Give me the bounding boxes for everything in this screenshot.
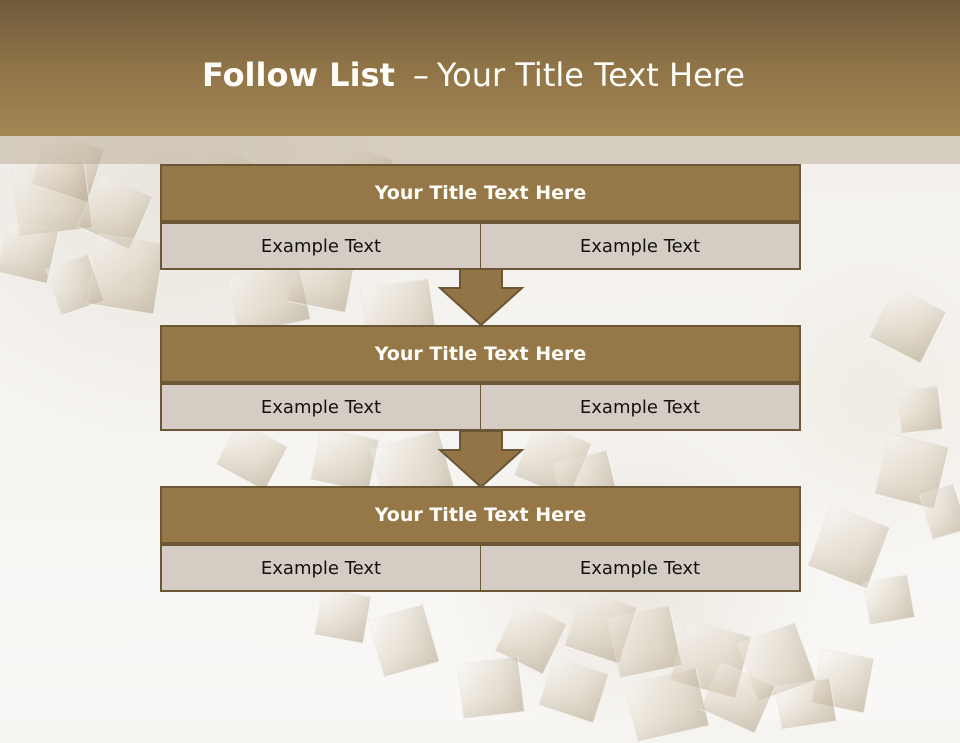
- title-bar: [0, 0, 960, 136]
- page-title: Follow List–Your Title Text Here: [202, 55, 745, 95]
- flow-step-3-right-text: Example Text: [480, 544, 801, 592]
- flow-step-1-left-text: Example Text: [160, 222, 481, 270]
- flow-step-1: Your Title Text Here Example Text Exampl…: [160, 164, 801, 270]
- flow-step-2-title: Your Title Text Here: [160, 325, 801, 383]
- flow-step-3: Your Title Text Here Example Text Exampl…: [160, 486, 801, 592]
- flow-step-1-title: Your Title Text Here: [160, 164, 801, 222]
- flow-step-3-left-text: Example Text: [160, 544, 481, 592]
- down-arrow-icon: [437, 430, 525, 489]
- page-title-rest: Your Title Text Here: [436, 56, 745, 94]
- flow-step-3-title: Your Title Text Here: [160, 486, 801, 544]
- page-title-strong: Follow List: [202, 56, 395, 94]
- flow-step-2-left-text: Example Text: [160, 383, 481, 431]
- title-band: [0, 136, 960, 164]
- page-title-separator: –: [412, 56, 429, 94]
- flow-step-1-right-text: Example Text: [480, 222, 801, 270]
- flow-step-2-right-text: Example Text: [480, 383, 801, 431]
- flow-step-2: Your Title Text Here Example Text Exampl…: [160, 325, 801, 431]
- down-arrow-icon: [437, 268, 525, 327]
